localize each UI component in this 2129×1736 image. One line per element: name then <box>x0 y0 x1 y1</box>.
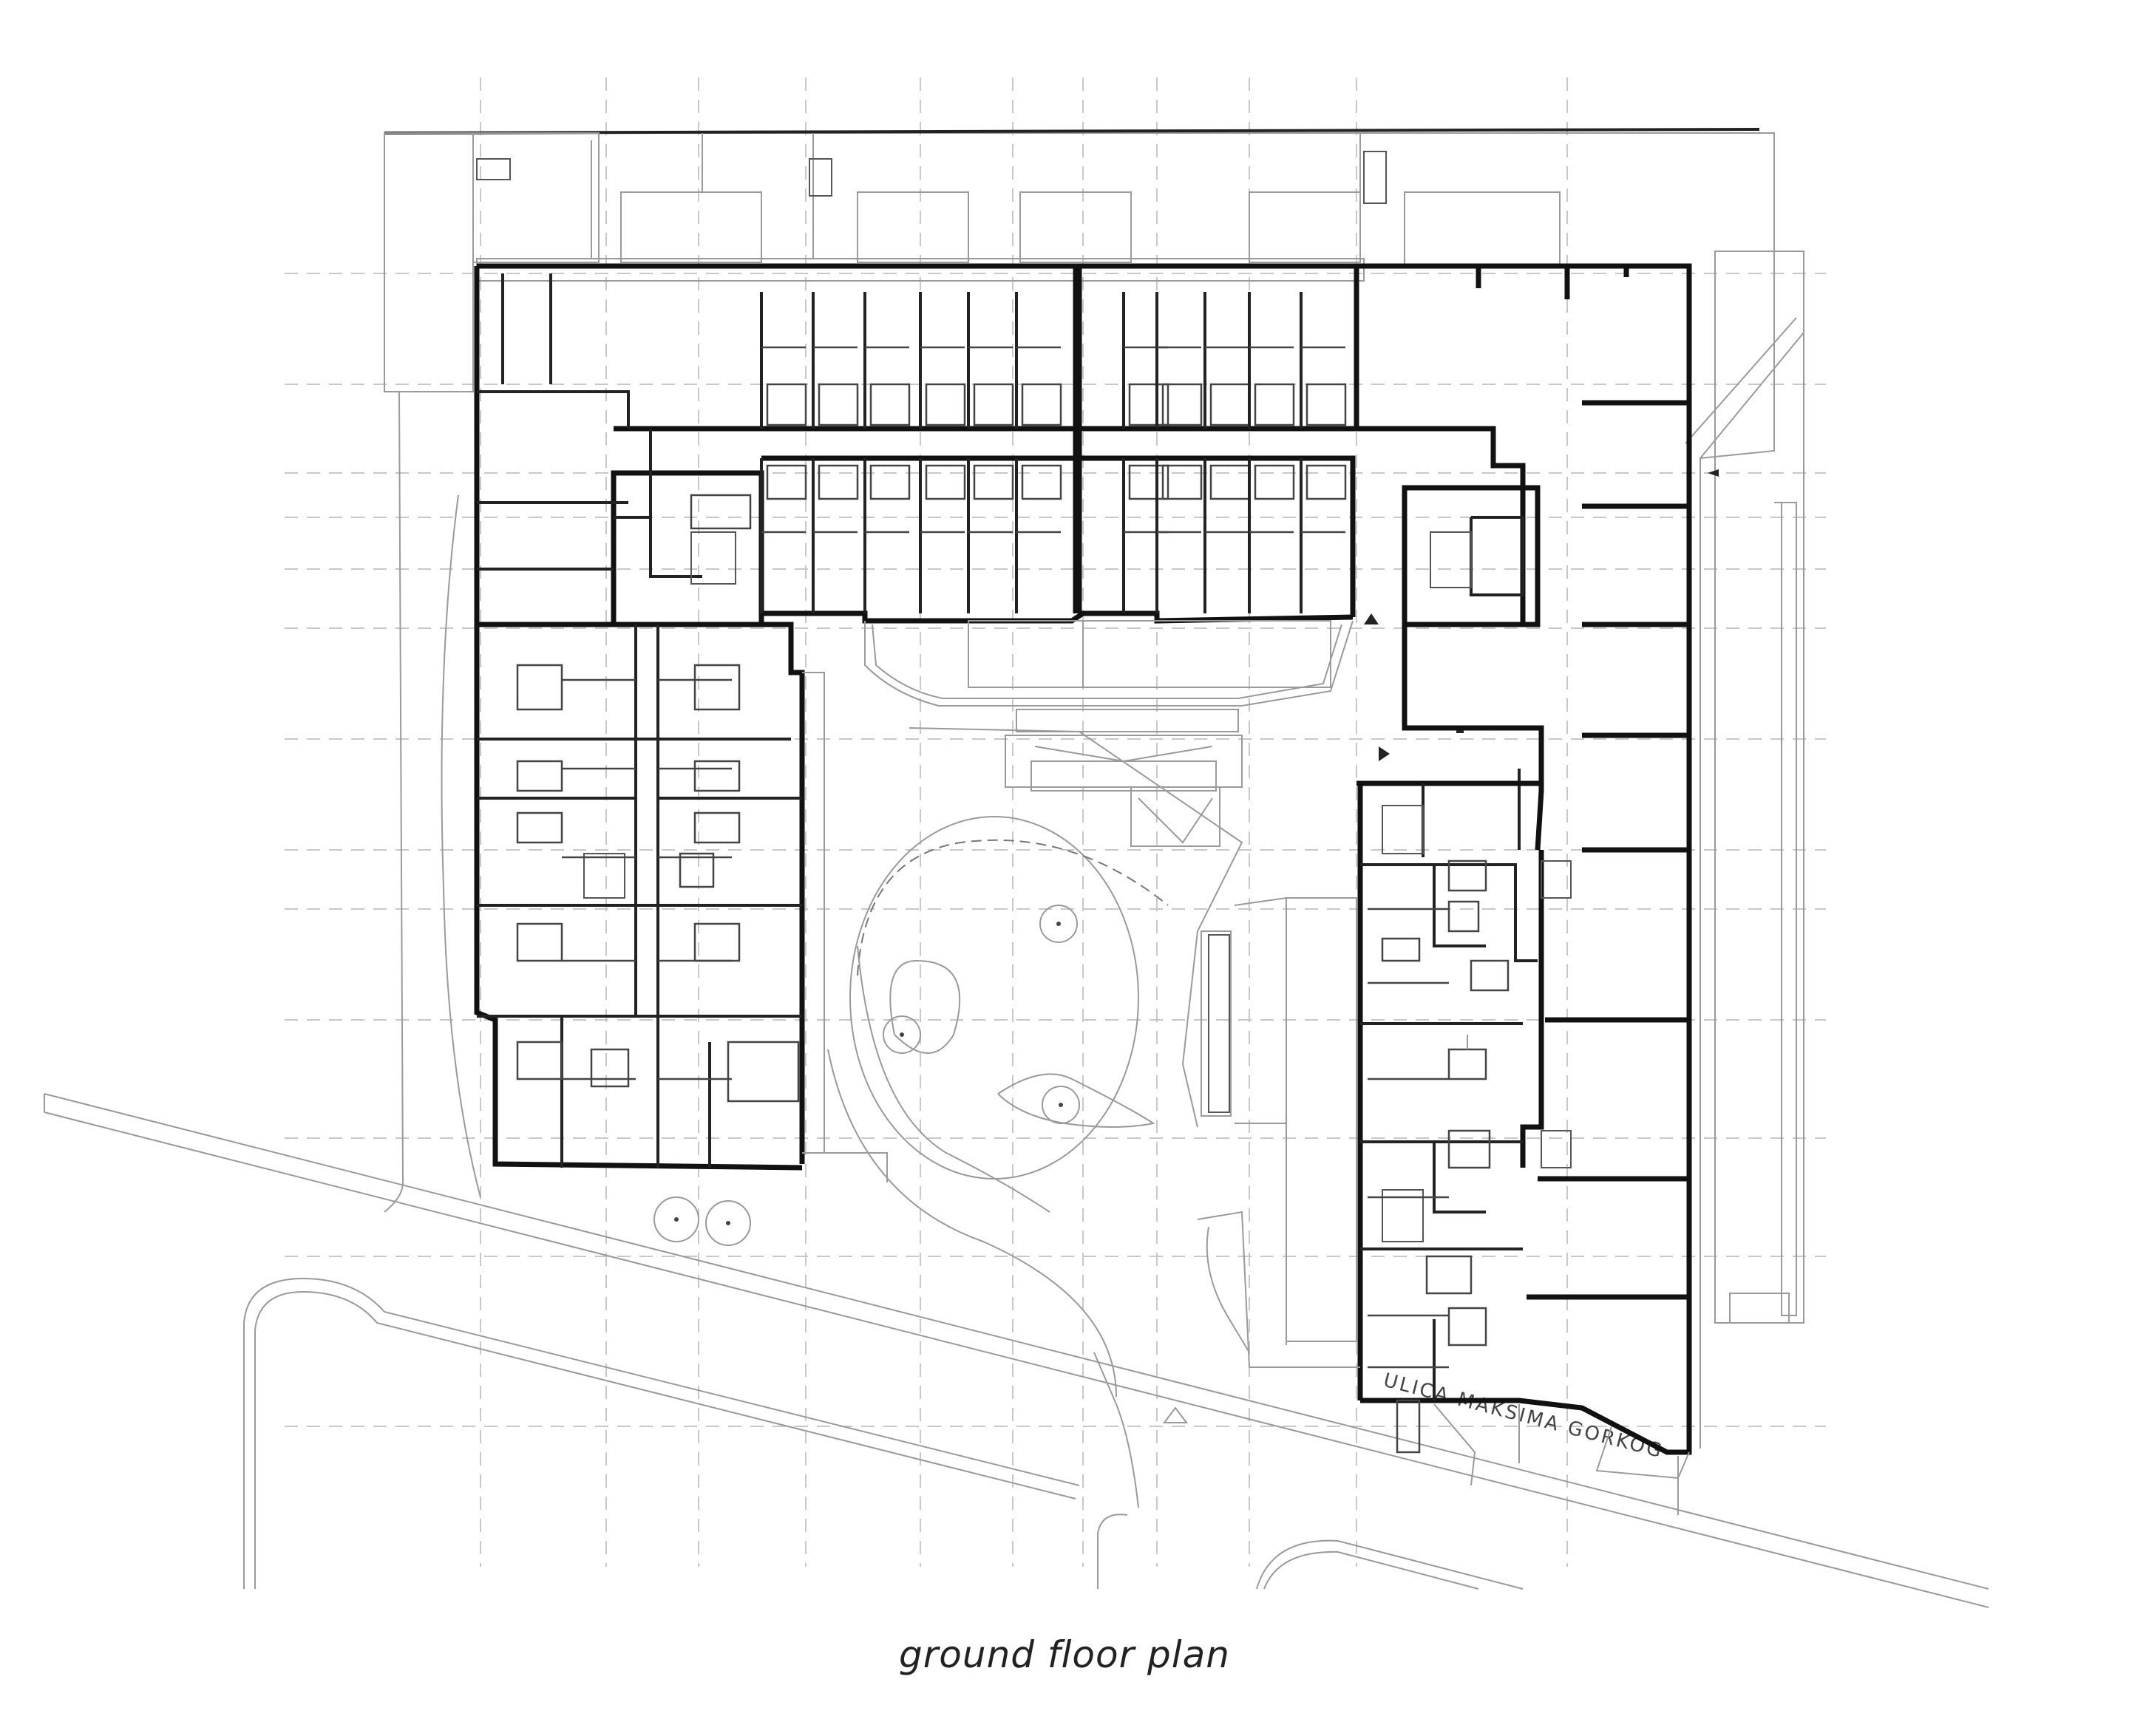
bathroom <box>766 383 807 426</box>
bathroom <box>766 464 807 500</box>
bathroom <box>1381 937 1421 962</box>
bathroom <box>869 464 911 500</box>
bathroom <box>516 1041 563 1080</box>
bathroom <box>869 383 911 426</box>
bathroom <box>590 1048 630 1088</box>
bathroom <box>1305 464 1347 500</box>
site-outline <box>384 128 1804 1449</box>
bathroom <box>925 464 966 500</box>
street: ULICA MAKSIMA GORKOG <box>44 1093 1989 1608</box>
bathroom <box>516 811 563 844</box>
bathroom <box>818 464 859 500</box>
bathroom <box>693 922 741 962</box>
bathroom <box>1447 1307 1487 1347</box>
bathroom <box>1209 464 1251 500</box>
bathroom <box>1161 464 1203 500</box>
bathroom <box>1161 383 1203 426</box>
east-block <box>1356 263 1692 1455</box>
bathroom <box>1254 464 1295 500</box>
courtyard <box>653 469 1719 1515</box>
bathroom <box>1021 383 1062 426</box>
bathroom <box>1128 383 1169 426</box>
north-wing-units <box>501 273 1347 613</box>
bathroom <box>1470 959 1510 992</box>
street-name-label: ULICA MAKSIMA GORKOG <box>1381 1369 1665 1463</box>
bathroom <box>925 383 966 426</box>
bathroom <box>1447 900 1480 933</box>
structural-grid <box>285 78 1826 1567</box>
north-wing <box>474 263 1526 1171</box>
bathroom <box>516 760 563 792</box>
bathroom <box>516 664 563 711</box>
bathroom <box>1209 383 1251 426</box>
west-wing <box>477 622 805 1168</box>
east-block-units <box>1368 900 1510 1369</box>
west-wing-units <box>516 664 741 1088</box>
bathroom <box>1128 464 1169 500</box>
bathroom <box>693 811 741 844</box>
bathroom <box>693 664 741 711</box>
bathroom <box>973 383 1014 426</box>
bathroom <box>1447 1048 1487 1080</box>
plan-title: ground floor plan <box>899 1633 1230 1676</box>
bathroom <box>818 383 859 426</box>
bathroom <box>973 464 1014 500</box>
bathroom <box>1254 383 1295 426</box>
bathroom <box>1425 1255 1473 1295</box>
bathroom <box>1021 464 1062 500</box>
bathroom <box>516 922 563 962</box>
bathroom <box>1305 383 1347 426</box>
bathroom <box>693 760 741 792</box>
